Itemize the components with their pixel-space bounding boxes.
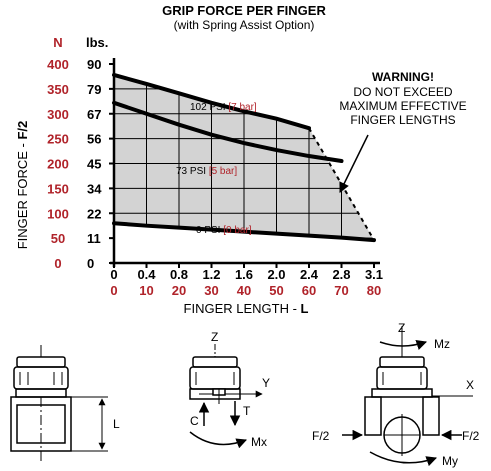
series-label-bar: [7 bar]	[228, 102, 257, 113]
series-label-psi: 0 PSI	[196, 225, 223, 236]
curve-labels: 102 PSI [7 bar] 73 PSI [5 bar] 0 PSI [0 ba…	[176, 102, 257, 236]
dim-label-L: L	[113, 417, 120, 431]
y-unit-newton: N	[53, 35, 62, 50]
y-tick-label-newton: 350	[47, 82, 69, 97]
x-tick-label-in: 3.1	[365, 267, 383, 282]
x-tick-label-mm: 40	[237, 283, 251, 298]
x-tick-label-in: 0.4	[137, 267, 156, 282]
diagram-front-mz-label: Mz	[434, 337, 450, 351]
series-line-3	[112, 221, 376, 243]
y-tick-label-newton: 0	[54, 256, 61, 271]
x-axis-label: FINGER LENGTH - L	[184, 301, 309, 316]
diagram-mx-t-label: T	[243, 404, 251, 418]
chart-title: GRIP FORCE PER FINGER	[162, 3, 326, 18]
diagram-mx-z-label: Z	[211, 330, 218, 344]
y-tick-label-lbs: 79	[87, 82, 101, 97]
series-label-psi: 73 PSI	[176, 166, 209, 177]
warning-line-3: FINGER LENGTHS	[350, 113, 455, 127]
x-tick-label-mm: 30	[204, 283, 218, 298]
warning-arrow	[339, 134, 369, 193]
series-group	[112, 72, 376, 243]
series-label-psi: 102 PSI	[190, 102, 228, 113]
diagram-side-view	[10, 345, 108, 463]
y-tick-label-lbs: 22	[87, 206, 101, 221]
x-tick-label-mm: 20	[172, 283, 186, 298]
warning-heading: WARNING!	[372, 70, 434, 84]
warning-line-1: DO NOT EXCEED	[353, 85, 452, 99]
x-tick-label-in: 2.0	[267, 267, 285, 282]
series-label-1: 102 PSI [7 bar]	[190, 102, 257, 113]
y-tick-label-newton: 200	[47, 157, 69, 172]
y-tick-label-lbs: 67	[87, 107, 101, 122]
y-tick-label-newton: 300	[47, 107, 69, 122]
warning-line-2: MAXIMUM EFFECTIVE	[339, 99, 466, 113]
y-tick-label-lbs: 11	[87, 231, 101, 246]
diagram-mx-moment-label: Mx	[251, 435, 267, 449]
series-line-1	[112, 72, 311, 131]
x-tick-label-mm: 0	[110, 283, 117, 298]
x-tick-label-in: 0.8	[170, 267, 188, 282]
series-line-2	[112, 100, 344, 164]
x-tick-label-mm: 80	[367, 283, 381, 298]
axes	[109, 58, 380, 268]
y-tick-label-lbs: 45	[87, 157, 101, 172]
diagram-front-f-left-label: F/2	[312, 429, 330, 443]
y-tick-label-newton: 50	[51, 231, 65, 246]
diagram-front-f-right-label: F/2	[462, 429, 480, 443]
series-label-bar: [0 bar]	[223, 225, 252, 236]
series-label-3: 0 PSI [0 bar]	[196, 225, 252, 236]
y-tick-label-lbs: 34	[87, 181, 102, 196]
y-tick-label-newton: 150	[47, 181, 69, 196]
diagram-mx-view	[189, 344, 263, 449]
warning-note: WARNING! DO NOT EXCEED MAXIMUM EFFECTIVE…	[339, 70, 467, 193]
y-tick-label-lbs: 90	[87, 57, 101, 72]
x-tick-label-mm: 60	[302, 283, 316, 298]
diagram-front-my-label: My	[442, 454, 458, 468]
diagram-front-view	[342, 326, 473, 467]
x-tick-label-in: 2.4	[300, 267, 319, 282]
diagram-mx-y-label: Y	[262, 376, 270, 390]
chart-subtitle: (with Spring Assist Option)	[174, 18, 315, 32]
x-tick-label-in: 2.8	[332, 267, 350, 282]
y-unit-lbs: lbs.	[86, 35, 108, 50]
x-tick-label-in: 1.6	[235, 267, 253, 282]
x-tick-label-in: 0	[110, 267, 117, 282]
y-tick-label-newton: 250	[47, 132, 69, 147]
x-tick-label-mm: 70	[334, 283, 348, 298]
x-tick-label-mm: 50	[269, 283, 283, 298]
series-label-bar: [5 bar]	[209, 166, 238, 177]
y-tick-label-lbs: 56	[87, 132, 101, 147]
x-tick-label-in: 1.2	[202, 267, 220, 282]
diagram-front-x-label: X	[466, 378, 474, 392]
series-label-2: 73 PSI [5 bar]	[176, 166, 237, 177]
y-tick-label-lbs: 0	[87, 256, 94, 271]
x-tick-label-mm: 10	[139, 283, 153, 298]
diagram-mx-c-label: C	[190, 414, 199, 428]
y-axis-label: FINGER FORCE - F/2	[15, 121, 30, 250]
y-tick-label-newton: 100	[47, 206, 69, 221]
y-tick-label-newton: 400	[47, 57, 69, 72]
diagram-front-z-label: Z	[398, 321, 405, 335]
tick-labels: 0501001502002503003504000112234455667799…	[47, 57, 383, 298]
